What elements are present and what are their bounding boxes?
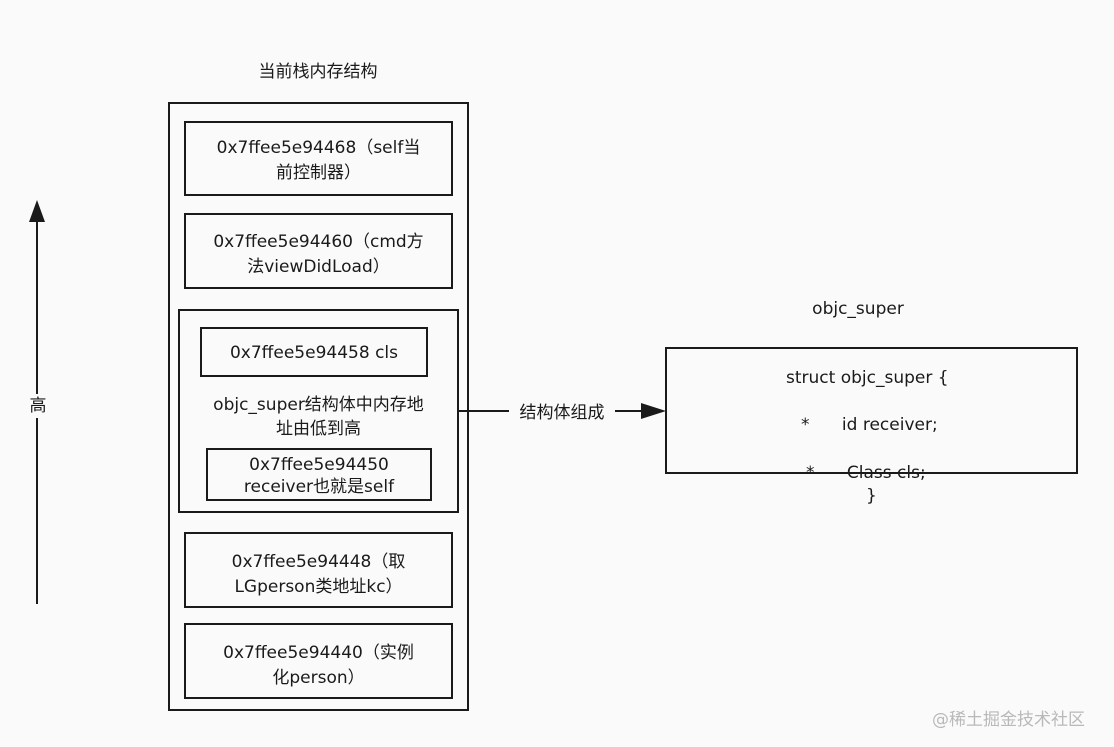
stack-cell-cmd: 0x7ffee5e94460（cmd方 法viewDidLoad） bbox=[184, 213, 453, 289]
objc-super-struct-box bbox=[665, 347, 1078, 474]
stack-cell-class-address-line2: LGperson类地址kc） bbox=[234, 577, 403, 597]
watermark: @稀土掘金技术社区 bbox=[932, 710, 1085, 730]
stack-cell-self: 0x7ffee5e94468（self当 前控制器） bbox=[184, 121, 453, 196]
stack-cell-person: 0x7ffee5e94440（实例 化person） bbox=[184, 623, 453, 699]
struct-code-line2: * id receiver; bbox=[801, 415, 938, 435]
stack-cell-receiver-line2: receiver也就是self bbox=[243, 477, 395, 497]
stack-cell-receiver: 0x7ffee5e94450 receiver也就是self bbox=[206, 448, 432, 501]
stack-cell-self-line2: 前控制器） bbox=[276, 163, 361, 183]
connector-label: 结构体组成 bbox=[509, 401, 615, 425]
connector-arrowhead bbox=[641, 403, 666, 419]
stack-cell-class-address-line1: 0x7ffee5e94448（取 bbox=[231, 552, 406, 572]
stack-cell-person-line2: 化person） bbox=[272, 668, 365, 688]
struct-code-line1: struct objc_super { bbox=[786, 368, 949, 388]
stack-cell-receiver-line1: 0x7ffee5e94450 bbox=[249, 455, 389, 475]
struct-title: objc_super bbox=[812, 299, 904, 319]
stack-cell-cls-text: 0x7ffee5e94458 cls bbox=[229, 343, 398, 363]
struct-code-line3: * Class cls; bbox=[806, 463, 926, 483]
stack-frame bbox=[168, 102, 469, 711]
objc-super-group: 0x7ffee5e94458 cls objc_super结构体中内存地 址由低… bbox=[178, 309, 459, 513]
stack-cell-self-line1: 0x7ffee5e94468（self当 bbox=[216, 138, 421, 158]
struct-code-line4: } bbox=[866, 486, 877, 506]
group-desc-line1: objc_super结构体中内存地 bbox=[213, 395, 424, 415]
height-axis-label: 高 bbox=[26, 394, 50, 418]
group-desc-line2: 址由低到高 bbox=[276, 419, 361, 439]
height-axis-arrowhead bbox=[29, 200, 45, 222]
stack-cell-cmd-line2: 法viewDidLoad） bbox=[247, 257, 390, 277]
stack-cell-cmd-line1: 0x7ffee5e94460（cmd方 bbox=[213, 232, 424, 252]
stack-cell-class-address: 0x7ffee5e94448（取 LGperson类地址kc） bbox=[184, 532, 453, 608]
stack-cell-cls: 0x7ffee5e94458 cls bbox=[200, 327, 428, 377]
stack-title: 当前栈内存结构 bbox=[258, 62, 378, 82]
stack-cell-person-line1: 0x7ffee5e94440（实例 bbox=[223, 643, 414, 663]
